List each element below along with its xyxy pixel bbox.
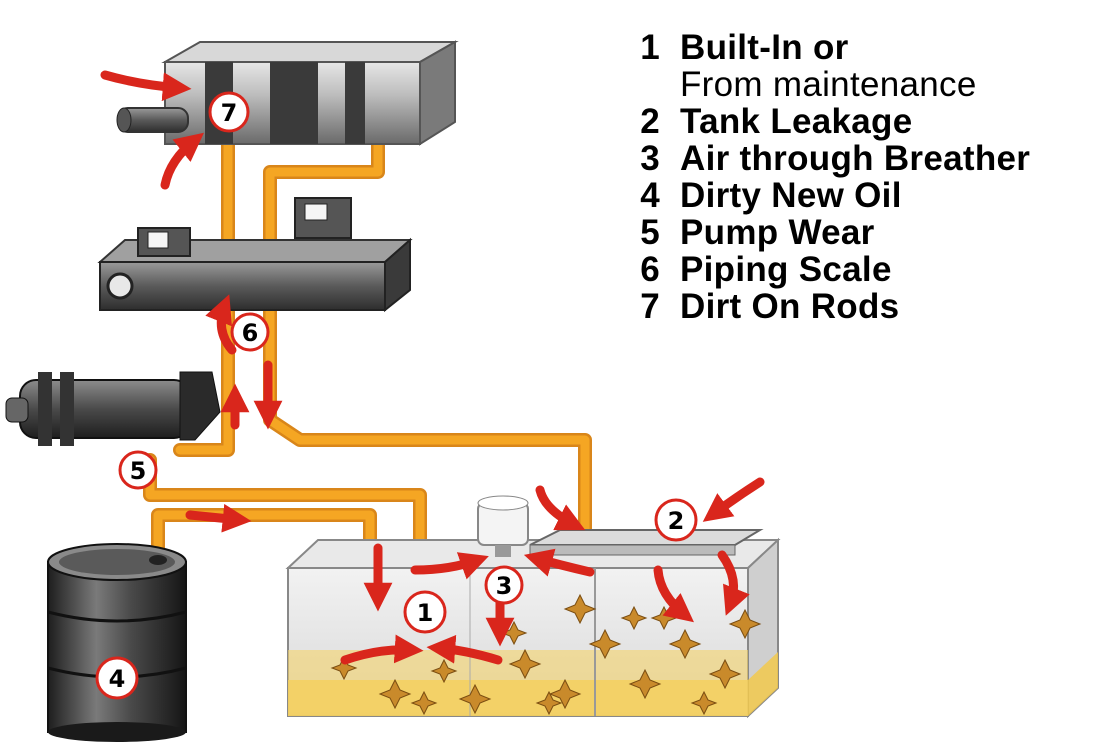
legend-item-1-continuation: From maintenance (620, 65, 1090, 104)
marker-1: 1 (403, 590, 447, 634)
legend-text: Pump Wear (680, 213, 875, 252)
legend-item-3: 3 Air through Breather (620, 139, 1090, 178)
svg-text:2: 2 (668, 507, 685, 535)
svg-text:6: 6 (242, 319, 259, 347)
svg-text:5: 5 (130, 457, 147, 485)
legend-text: From maintenance (680, 65, 977, 104)
marker-6: 6 (230, 312, 270, 352)
legend-item-5: 5 Pump Wear (620, 213, 1090, 252)
contaminant-particles (330, 593, 762, 716)
marker-3: 3 (484, 565, 524, 605)
legend-item-6: 6 Piping Scale (620, 250, 1090, 289)
legend-text: Dirt On Rods (680, 287, 900, 326)
legend-item-1: 1 Built-In or (620, 28, 1090, 67)
legend-number: 6 (640, 250, 660, 289)
legend-item-4: 4 Dirty New Oil (620, 176, 1090, 215)
svg-text:1: 1 (417, 599, 434, 627)
legend-text: Tank Leakage (680, 102, 913, 141)
flow-arrows (100, 70, 765, 665)
legend-text: Dirty New Oil (680, 176, 902, 215)
marker-5: 5 (118, 450, 158, 490)
legend-text: Built-In or (680, 28, 849, 67)
legend-text: Air through Breather (680, 139, 1031, 178)
legend-number: 5 (640, 213, 660, 252)
svg-text:4: 4 (109, 665, 126, 693)
valve-manifold (97, 197, 413, 313)
svg-text:7: 7 (221, 99, 238, 127)
legend-number: 1 (640, 28, 660, 67)
legend-number: 7 (640, 287, 660, 326)
legend-item-7: 7 Dirt On Rods (620, 287, 1090, 326)
marker-4: 4 (95, 656, 139, 700)
svg-text:3: 3 (496, 572, 513, 600)
marker-2: 2 (654, 498, 698, 542)
pump-motor (5, 371, 221, 446)
reservoir-tank (285, 495, 781, 719)
oil-drum (47, 543, 187, 742)
legend-number: 3 (640, 139, 660, 178)
legend-number: 2 (640, 102, 660, 141)
legend-item-2: 2 Tank Leakage (620, 102, 1090, 141)
legend-number: 4 (640, 176, 660, 215)
contamination-sources-legend: 1 Built-In or From maintenance 2 Tank Le… (620, 28, 1090, 326)
marker-7: 7 (208, 91, 250, 133)
legend-text: Piping Scale (680, 250, 892, 289)
hydraulic-cylinder (116, 40, 459, 146)
